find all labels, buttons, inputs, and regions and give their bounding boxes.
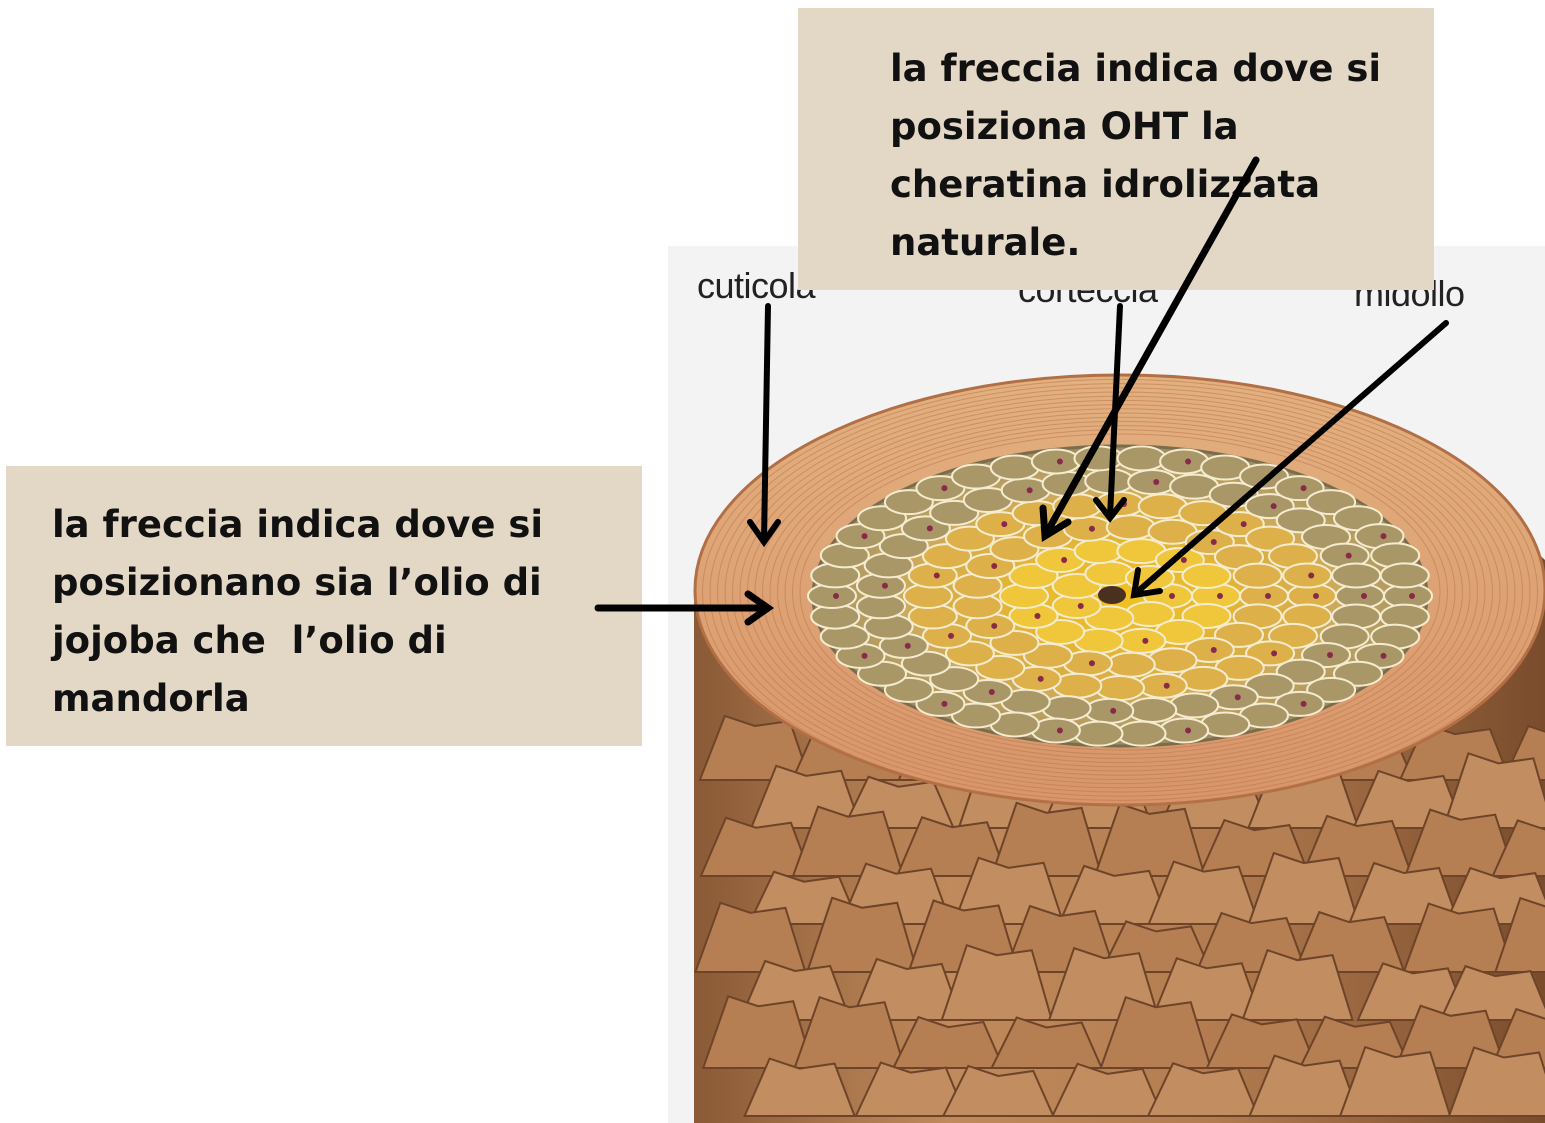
cortex-cell — [1117, 629, 1165, 653]
annotation-text-top: la freccia indica dove si posiziona OHT … — [890, 40, 1414, 272]
cell-nucleus — [934, 573, 940, 579]
cell-nucleus — [1211, 539, 1217, 545]
cell-nucleus — [1035, 613, 1041, 619]
cell-nucleus — [1346, 553, 1352, 559]
cell-nucleus — [1241, 521, 1247, 527]
cortex-cell — [1128, 470, 1176, 494]
cortex-cell — [1128, 698, 1176, 722]
cortex-cell — [1139, 674, 1187, 698]
cortex-cell — [1160, 719, 1208, 743]
cell-nucleus — [1211, 647, 1217, 653]
cell-nucleus — [1185, 458, 1191, 464]
cortex-cell — [1283, 564, 1331, 588]
cortex-cell — [1064, 517, 1112, 541]
cell-nucleus — [1110, 708, 1116, 714]
cell-nucleus — [1169, 593, 1175, 599]
cell-nucleus — [1153, 479, 1159, 485]
cortex-cell — [1118, 722, 1166, 746]
cell-nucleus — [1271, 503, 1277, 509]
cell-nucleus — [862, 653, 868, 659]
cell-nucleus — [1038, 676, 1044, 682]
cell-nucleus — [1217, 593, 1223, 599]
cell-nucleus — [927, 525, 933, 531]
cortex-cell — [1381, 563, 1429, 587]
cortex-cell — [1032, 449, 1080, 473]
annotation-box-top: la freccia indica dove si posiziona OHT … — [798, 8, 1434, 290]
cell-nucleus — [1078, 603, 1084, 609]
cortex-cell — [1096, 676, 1144, 700]
cell-nucleus — [1361, 593, 1367, 599]
cell-nucleus — [1001, 521, 1007, 527]
cell-nucleus — [1380, 653, 1386, 659]
cortex-cell — [1118, 446, 1166, 470]
cell-nucleus — [989, 689, 995, 695]
cell-nucleus — [1301, 485, 1307, 491]
cell-nucleus — [862, 533, 868, 539]
cell-nucleus — [1057, 458, 1063, 464]
cell-nucleus — [1235, 694, 1241, 700]
medulla — [1098, 586, 1126, 604]
annotation-box-left: la freccia indica dove si posizionano si… — [6, 466, 642, 746]
annotation-text-left: la freccia indica dove si posizionano si… — [52, 496, 622, 728]
cell-nucleus — [1265, 593, 1271, 599]
cell-nucleus — [1057, 728, 1063, 734]
cortex-cell — [1234, 564, 1282, 588]
cell-nucleus — [1271, 650, 1277, 656]
cell-nucleus — [1313, 593, 1319, 599]
cell-nucleus — [1380, 533, 1386, 539]
cortex-cell — [1085, 699, 1133, 723]
cell-nucleus — [1181, 557, 1187, 563]
cortex-cell — [1043, 472, 1091, 496]
cell-nucleus — [1327, 652, 1333, 658]
cell-nucleus — [941, 701, 947, 707]
cortex-cell — [1107, 515, 1155, 539]
cell-nucleus — [991, 563, 997, 569]
cortex-cell — [1332, 563, 1380, 587]
cell-nucleus — [905, 643, 911, 649]
cell-nucleus — [941, 485, 947, 491]
cell-nucleus — [1142, 638, 1148, 644]
cell-nucleus — [1185, 728, 1191, 734]
cell-nucleus — [1301, 701, 1307, 707]
cell-nucleus — [1027, 487, 1033, 493]
cortex-cell — [1107, 653, 1155, 677]
cell-nucleus — [1308, 573, 1314, 579]
cell-nucleus — [1409, 593, 1415, 599]
cell-nucleus — [833, 593, 839, 599]
cell-nucleus — [948, 633, 954, 639]
cortex-cell — [1074, 722, 1122, 746]
cell-nucleus — [1061, 557, 1067, 563]
cell-nucleus — [1164, 683, 1170, 689]
cell-nucleus — [1089, 526, 1095, 532]
cell-nucleus — [991, 623, 997, 629]
cell-nucleus — [1089, 660, 1095, 666]
cell-nucleus — [882, 583, 888, 589]
cortex-cell — [1182, 564, 1230, 588]
cortex-cell — [1075, 539, 1123, 563]
